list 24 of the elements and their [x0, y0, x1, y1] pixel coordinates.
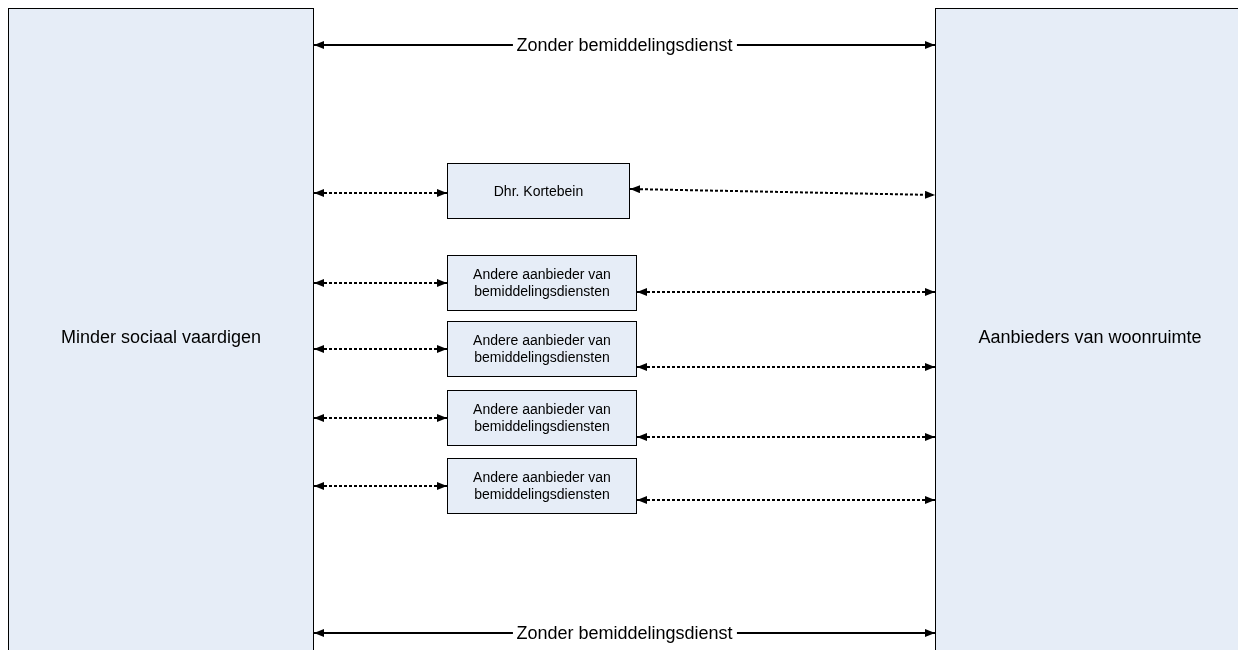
box-label: Dhr. Kortebein: [493, 182, 584, 200]
box-label: Andere aanbieder van bemiddelingsdiensten: [472, 332, 612, 366]
double-arrow: [313, 345, 448, 353]
double-arrow: [313, 279, 448, 287]
box-label: Andere aanbieder van bemiddelingsdiensten: [472, 401, 612, 435]
box-label: Aanbieders van woonruimte: [978, 327, 1202, 349]
process-box: [447, 255, 637, 311]
double-arrow: [313, 414, 448, 422]
box-label: Minder sociaal vaardigen: [60, 327, 262, 349]
double-arrow: [636, 288, 936, 296]
double-arrow: [636, 433, 936, 441]
process-box: [447, 390, 637, 446]
process-box: [8, 8, 314, 650]
double-arrow: [636, 363, 936, 371]
process-box: [447, 458, 637, 514]
double-arrow: [313, 189, 448, 197]
process-box: [447, 163, 630, 219]
process-box: [447, 321, 637, 377]
process-box: [935, 8, 1238, 650]
box-label: Andere aanbieder van bemiddelingsdiensten: [472, 469, 612, 503]
double-arrow: [629, 185, 936, 199]
double-arrow: [313, 482, 448, 490]
double-arrow: [636, 496, 936, 504]
box-label: Andere aanbieder van bemiddelingsdiensten: [472, 266, 612, 300]
